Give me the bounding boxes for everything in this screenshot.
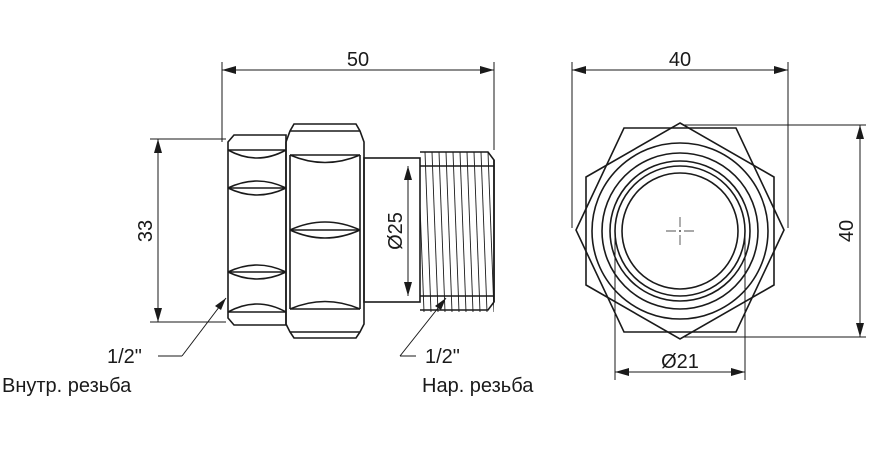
thread-diameter-label: Ø25 [385,212,407,250]
thread-line [452,152,460,312]
internal-thread-nut [227,134,287,326]
thread-line [495,152,501,312]
thread-line [431,152,439,312]
bore-diameter-dimension: Ø21 [614,236,746,380]
external-thread-size: 1/2" [425,346,460,368]
thread-line [438,152,446,312]
center-lines [666,217,694,245]
hex-outline [575,122,785,340]
side-view: 50 33 Ø25 1/2" Внутр. резьба [2,49,534,397]
thread-line [459,152,467,312]
external-thread [420,151,501,312]
front-view: 40 40 Ø21 [571,49,866,380]
length-dimension: 50 [221,49,495,150]
internal-thread-size: 1/2" [107,346,142,368]
front-width-label: 40 [669,49,691,71]
front-height-label: 40 [836,220,858,242]
external-thread-callout: 1/2" Нар. резьба [399,297,534,397]
thread-line [420,193,425,312]
height-dimension: 33 [135,138,226,323]
thread-line [466,152,474,312]
height-dim-label: 33 [135,220,157,242]
length-dim-label: 50 [347,49,369,71]
thread-line [480,152,488,312]
thread-line [473,152,481,312]
thread-line [445,152,453,312]
thread-line [487,152,494,312]
thread-line [424,152,432,312]
thread-diameter-dimension: Ø25 [385,166,412,296]
front-width-dimension: 40 [571,49,789,228]
external-thread-label: Нар. резьба [422,375,534,397]
internal-thread-label: Внутр. резьба [2,375,132,397]
union-hex-nut [285,123,365,339]
front-height-dimension: 40 [684,124,866,338]
bore-diameter-label: Ø21 [661,351,699,373]
body-neck [363,157,421,303]
internal-thread-callout: 1/2" Внутр. резьба [2,297,227,397]
